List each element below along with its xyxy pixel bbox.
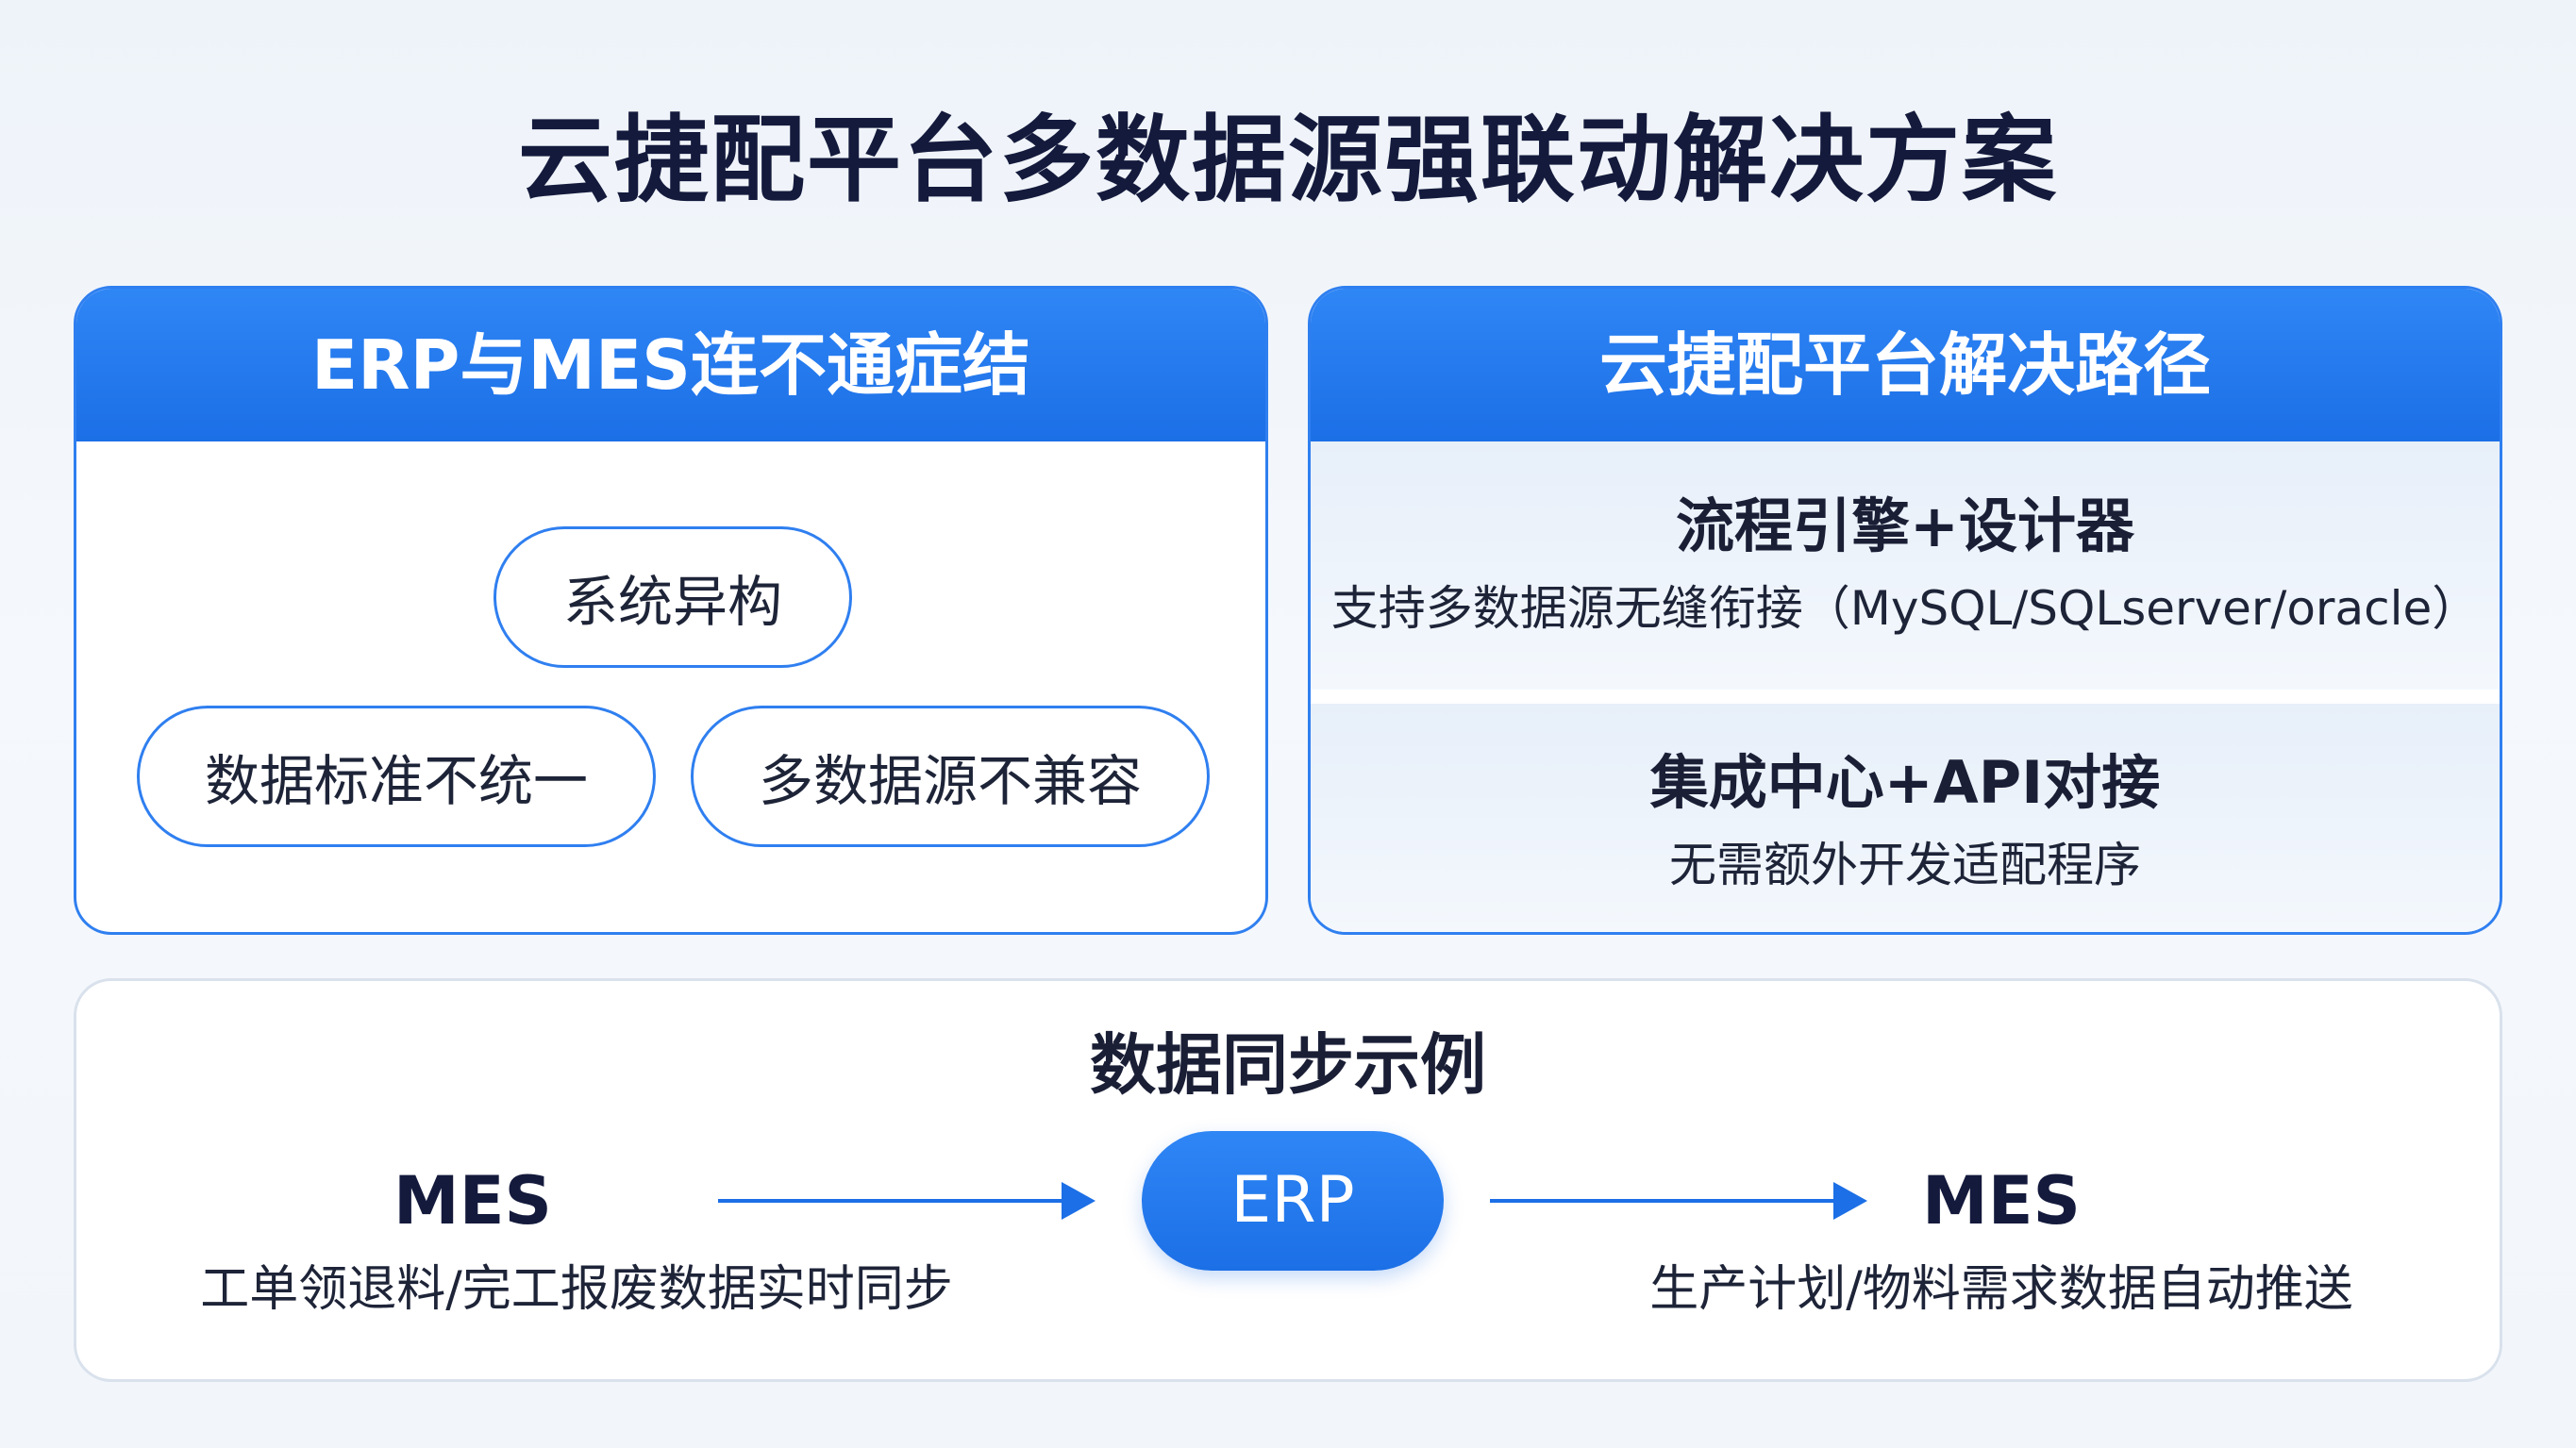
issue-data-standard: 数据标准不统一 <box>137 706 656 847</box>
source-node-label: MES <box>393 1162 552 1240</box>
solution-title: 集成中心+API对接 <box>1649 748 2161 817</box>
solution-desc: 无需额外开发适配程序 <box>1669 838 2141 892</box>
solution-panel-header: 云捷配平台解决路径 <box>1311 289 2500 441</box>
sync-example-panel: 数据同步示例 MES 工单领退料/完工报废数据实时同步 ERP MES 生产计划… <box>74 978 2502 1382</box>
source-node-desc: 工单领退料/完工报废数据实时同步 <box>200 1261 953 1318</box>
solution-divider <box>1311 690 2500 704</box>
solution-panel: 云捷配平台解决路径 流程引擎+设计器 支持多数据源无缝衔接（MySQL/SQLs… <box>1308 286 2502 935</box>
arrow-right-icon <box>718 1182 1096 1220</box>
solution-item-process-engine: 流程引擎+设计器 支持多数据源无缝衔接（MySQL/SQLserver/orac… <box>1311 441 2500 690</box>
target-node-desc: 生产计划/物料需求数据自动推送 <box>1649 1261 2353 1318</box>
page-title: 云捷配平台多数据源强联动解决方案 <box>518 105 2058 215</box>
problem-panel: ERP与MES连不通症结 系统异构 数据标准不统一 多数据源不兼容 <box>74 286 1268 935</box>
issue-multi-datasource: 多数据源不兼容 <box>691 706 1210 847</box>
target-node-label: MES <box>1922 1162 2081 1240</box>
solution-desc: 支持多数据源无缝衔接（MySQL/SQLserver/oracle） <box>1330 581 2480 636</box>
sync-example-title: 数据同步示例 <box>1090 1026 1486 1104</box>
hub-node-erp: ERP <box>1142 1131 1444 1271</box>
issue-system-heterogeneous: 系统异构 <box>493 526 852 668</box>
problem-panel-header: ERP与MES连不通症结 <box>76 289 1265 441</box>
solution-item-integration-center: 集成中心+API对接 无需额外开发适配程序 <box>1311 704 2500 932</box>
solution-title: 流程引擎+设计器 <box>1676 491 2134 560</box>
arrow-right-icon <box>1490 1182 1867 1220</box>
